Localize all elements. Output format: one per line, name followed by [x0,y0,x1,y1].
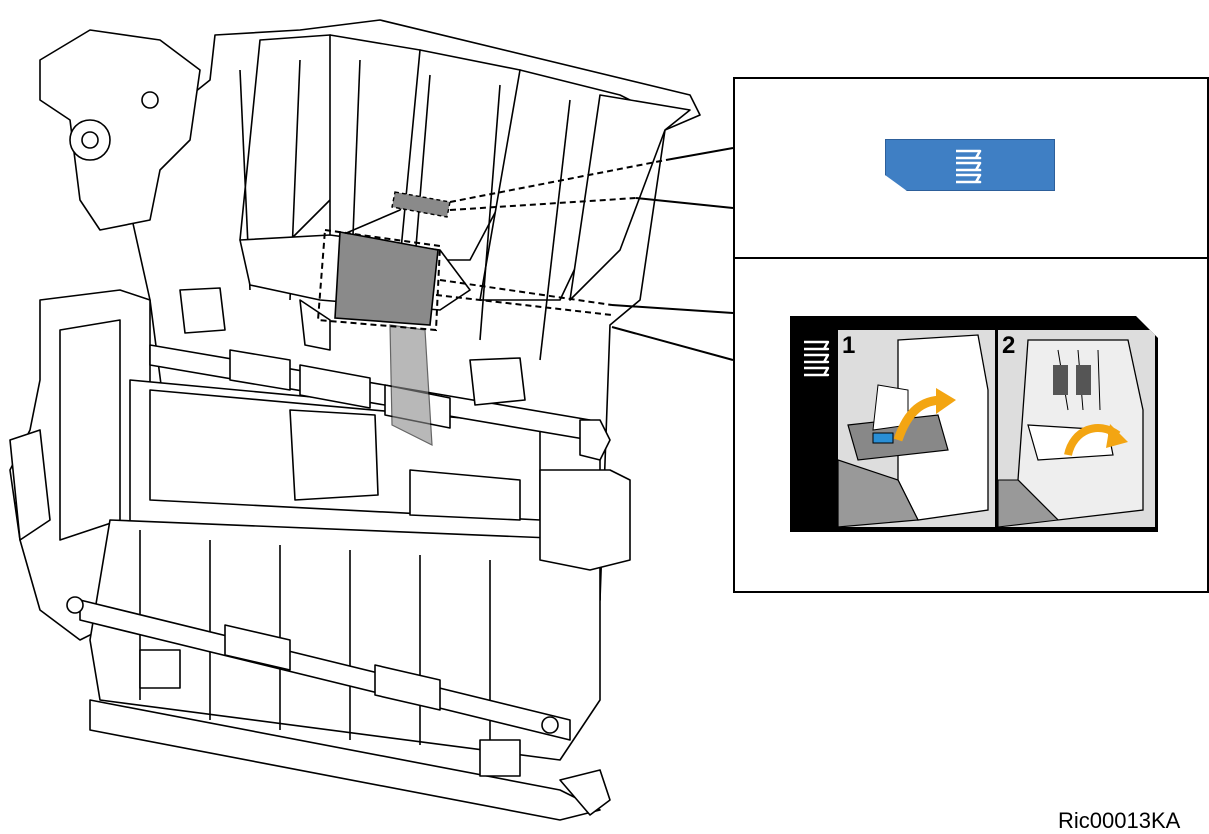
jam-instruction-label: 1 2 [790,316,1158,532]
paper-jam-label-tag [885,139,1055,191]
instruction-step-2: 2 [998,330,1155,527]
instruction-step-1: 1 [838,330,995,527]
paper-stack-icon [804,340,830,377]
step-number: 2 [1002,332,1016,359]
step-number: 1 [842,332,856,359]
figure-code: Ric00013KA [1058,808,1181,833]
step-1-illustration [838,334,989,527]
paper-stack-icon [956,149,982,184]
step-2-illustration [998,339,1144,527]
